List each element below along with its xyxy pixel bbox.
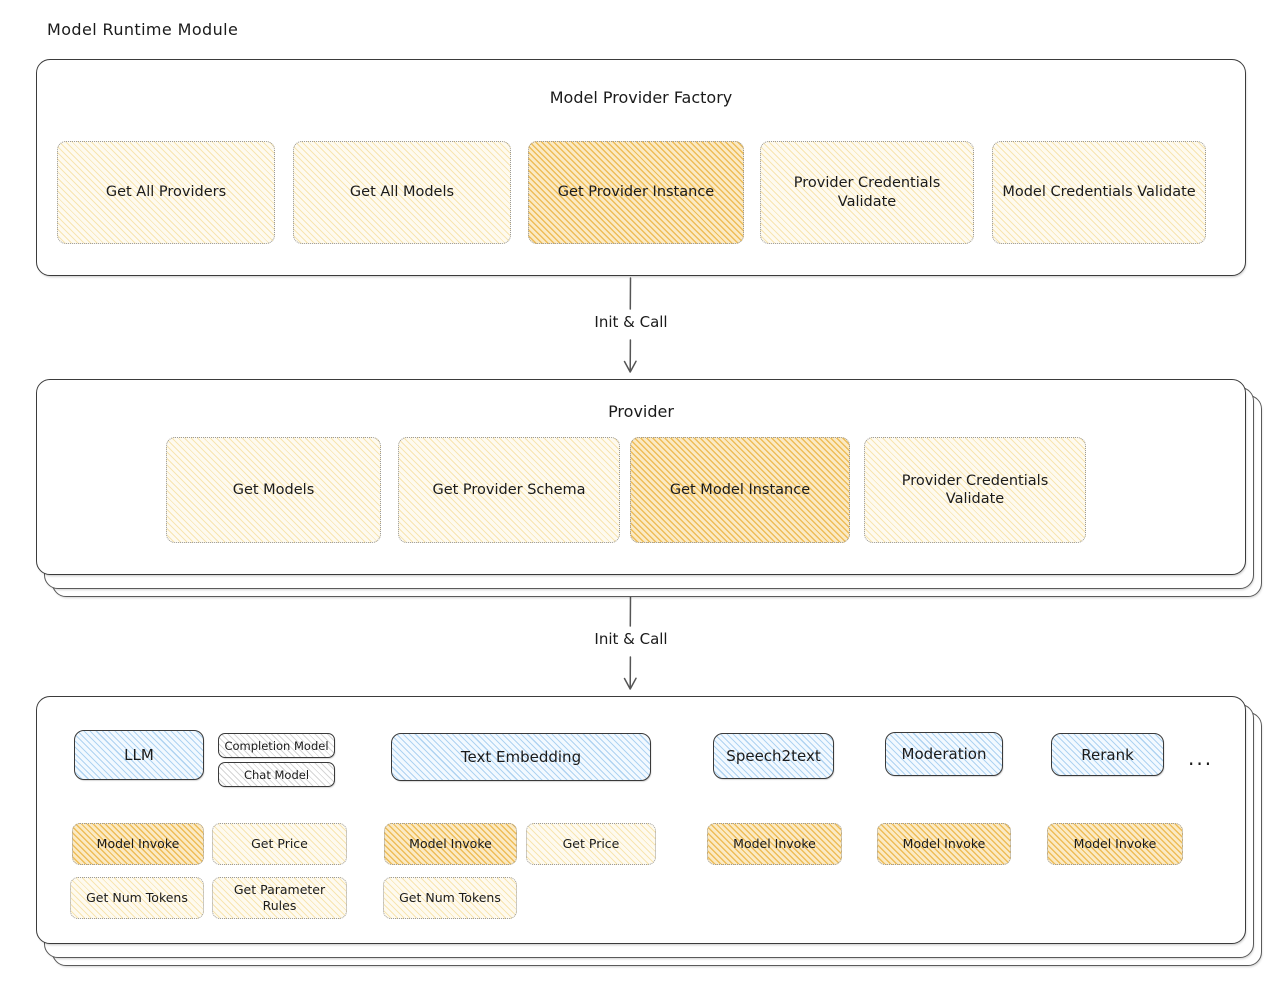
model-type-speech2text[interactable]: Speech2text [713, 733, 834, 779]
llm-op-model-invoke[interactable]: Model Invoke [72, 823, 204, 865]
provider-box-get-provider-schema[interactable]: Get Provider Schema [398, 437, 620, 543]
page-title: Model Runtime Module [47, 20, 239, 39]
model-type-label: Speech2text [726, 747, 821, 765]
op-label: Get Num Tokens [399, 890, 501, 906]
factory-box-label: Provider Credentials Validate [793, 175, 941, 210]
model-subtype-label: Chat Model [243, 767, 310, 782]
provider-box-get-model-instance[interactable]: Get Model Instance [630, 437, 850, 543]
llm-op-get-price[interactable]: Get Price [212, 823, 347, 865]
op-label: Model Invoke [902, 836, 986, 852]
model-type-moderation[interactable]: Moderation [885, 732, 1003, 776]
model-subtype-chat-model[interactable]: Chat Model [218, 762, 335, 787]
model-type-label: LLM [124, 746, 154, 764]
model-type-label: Rerank [1081, 745, 1134, 764]
model-type-label: Text Embedding [460, 748, 582, 766]
arrow-label: Init & Call [594, 313, 668, 331]
factory-box-get-all-providers[interactable]: Get All Providers [57, 141, 275, 244]
model-subtype-label: Completion Model [224, 738, 329, 753]
arrow-label: Init & Call [594, 630, 668, 648]
op-label: Get Price [562, 836, 620, 852]
op-label: Model Invoke [96, 836, 180, 852]
provider-box-label: Get Model Instance [669, 481, 811, 498]
provider-box-label: Get Provider Schema [432, 481, 586, 498]
arrow-provider-to-models: Init & Call [560, 593, 720, 698]
text-embedding-op-get-num-tokens[interactable]: Get Num Tokens [383, 877, 517, 919]
text-embedding-op-get-price[interactable]: Get Price [526, 823, 656, 865]
model-type-rerank[interactable]: Rerank [1051, 733, 1164, 776]
speech2text-op-model-invoke[interactable]: Model Invoke [707, 823, 842, 865]
moderation-op-model-invoke[interactable]: Model Invoke [877, 823, 1011, 865]
provider-box-get-models[interactable]: Get Models [166, 437, 381, 543]
op-label: Model Invoke [409, 836, 492, 852]
op-label: Model Invoke [733, 836, 816, 852]
factory-box-model-credentials-validate[interactable]: Model Credentials Validate [992, 141, 1206, 244]
op-label: Get Parameter Rules [233, 882, 326, 913]
llm-op-get-parameter-rules[interactable]: Get Parameter Rules [212, 877, 347, 919]
llm-op-get-num-tokens[interactable]: Get Num Tokens [70, 877, 204, 919]
model-subtype-completion-model[interactable]: Completion Model [218, 733, 335, 758]
model-type-label: Moderation [901, 745, 987, 763]
op-label: Model Invoke [1073, 836, 1157, 852]
factory-box-label: Get Provider Instance [557, 184, 715, 201]
op-label: Get Price [251, 836, 308, 852]
factory-box-get-provider-instance[interactable]: Get Provider Instance [528, 141, 744, 244]
model-type-text-embedding[interactable]: Text Embedding [391, 733, 651, 781]
factory-box-label: Model Credentials Validate [1002, 184, 1196, 201]
factory-title: Model Provider Factory [549, 88, 733, 107]
arrow-svg [623, 277, 637, 373]
provider-title: Provider [608, 402, 674, 421]
models-more-ellipsis: ... [1188, 746, 1214, 770]
text-embedding-op-model-invoke[interactable]: Model Invoke [384, 823, 517, 865]
rerank-op-model-invoke[interactable]: Model Invoke [1047, 823, 1183, 865]
provider-box-label: Provider Credentials Validate [901, 472, 1049, 507]
provider-box-provider-credentials-validate[interactable]: Provider Credentials Validate [864, 437, 1086, 543]
factory-box-provider-credentials-validate[interactable]: Provider Credentials Validate [760, 141, 974, 244]
arrow-svg [623, 594, 637, 690]
op-label: Get Num Tokens [86, 890, 188, 906]
arrow-factory-to-provider: Init & Call [560, 276, 720, 381]
factory-box-get-all-models[interactable]: Get All Models [293, 141, 511, 244]
model-type-llm[interactable]: LLM [74, 730, 204, 780]
factory-box-label: Get All Models [349, 184, 455, 201]
factory-box-label: Get All Providers [105, 184, 227, 201]
provider-box-label: Get Models [232, 481, 315, 498]
